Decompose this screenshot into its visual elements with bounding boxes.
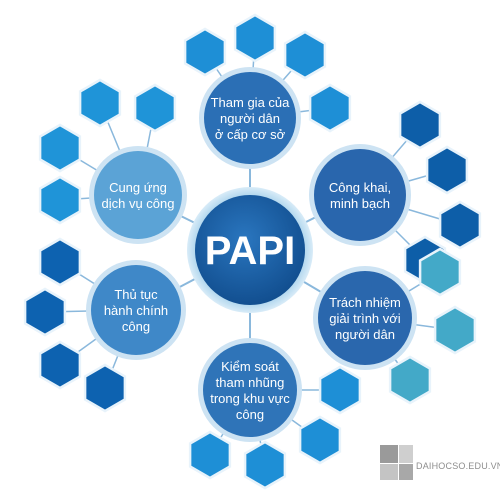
topic-node-label: Trách nhiệm <box>329 295 401 310</box>
topic-node-label: Kiểm soát <box>221 359 279 374</box>
topic-node-circle <box>204 72 296 164</box>
topic-node-label: người dân <box>335 327 395 342</box>
topic-node-label: công <box>236 407 264 422</box>
hexagon-leaf-icon <box>433 305 477 355</box>
hexagon-leaf-icon <box>38 123 82 173</box>
topic-node-circle <box>91 265 181 355</box>
hexagon-leaf-icon <box>418 247 462 297</box>
hexagon-leaf-icon <box>38 237 82 287</box>
logo-square <box>380 464 398 480</box>
topic-node-label: dịch vụ công <box>102 196 175 211</box>
hexagon-leaf-icon <box>438 200 482 250</box>
topic-node-circle <box>94 151 182 239</box>
hexagon-leaf-icon <box>188 430 232 480</box>
topic-node-label: tham nhũng <box>216 375 285 390</box>
hexagon-leaf-icon <box>83 363 127 413</box>
topic-node-label: ở cấp cơ sở <box>215 127 286 142</box>
topic-node-label: công <box>122 319 150 334</box>
hexagon-leaf-icon <box>425 145 469 195</box>
hexagon-leaf-icon <box>78 78 122 128</box>
center-label: PAPI <box>205 229 295 273</box>
topic-node-label: Thủ tục <box>114 287 158 302</box>
hexagon-leaf-icon <box>388 355 432 405</box>
topic-node-label: minh bạch <box>330 196 390 211</box>
topic-node-label: Tham gia của <box>211 95 291 110</box>
hexagon-leaf-icon <box>283 30 327 80</box>
topic-node-label: Cung ứng <box>109 180 167 195</box>
hexagon-leaf-icon <box>38 340 82 390</box>
topic-node-circle <box>203 343 297 437</box>
topic-node-label: trong khu vực <box>210 391 290 406</box>
logo-square <box>399 445 413 463</box>
hexagon-leaf-icon <box>318 365 362 415</box>
hexagon-leaf-icon <box>398 100 442 150</box>
hexagon-leaf-icon <box>38 175 82 225</box>
logo-square <box>380 445 398 463</box>
topic-node-transparency: Công khai,minh bạch <box>309 144 411 246</box>
topic-node-label: Công khai, <box>329 180 391 195</box>
hexagon-leaves <box>23 13 482 490</box>
topic-node-circle <box>314 149 406 241</box>
center-node: PAPI <box>187 187 313 313</box>
hexagon-leaf-icon <box>233 13 277 63</box>
watermark-text: DAIHOCSO.EDU.VN <box>416 461 500 471</box>
center-circle <box>195 195 305 305</box>
hexagon-leaf-icon <box>298 415 342 465</box>
hexagon-leaf-icon <box>183 27 227 77</box>
watermark-logo: DAIHOCSO.EDU.VN <box>380 445 500 489</box>
hexagon-leaf-icon <box>243 440 287 490</box>
topic-node-label: hành chính <box>104 303 168 318</box>
hexagon-leaf-icon <box>23 287 67 337</box>
topic-node-label: người dân <box>220 111 280 126</box>
hexagon-leaf-icon <box>308 83 352 133</box>
topic-node-label: giải trình với <box>329 311 400 326</box>
logo-square <box>399 464 413 480</box>
hexagon-leaf-icon <box>133 83 177 133</box>
topic-node-circle <box>318 271 412 365</box>
